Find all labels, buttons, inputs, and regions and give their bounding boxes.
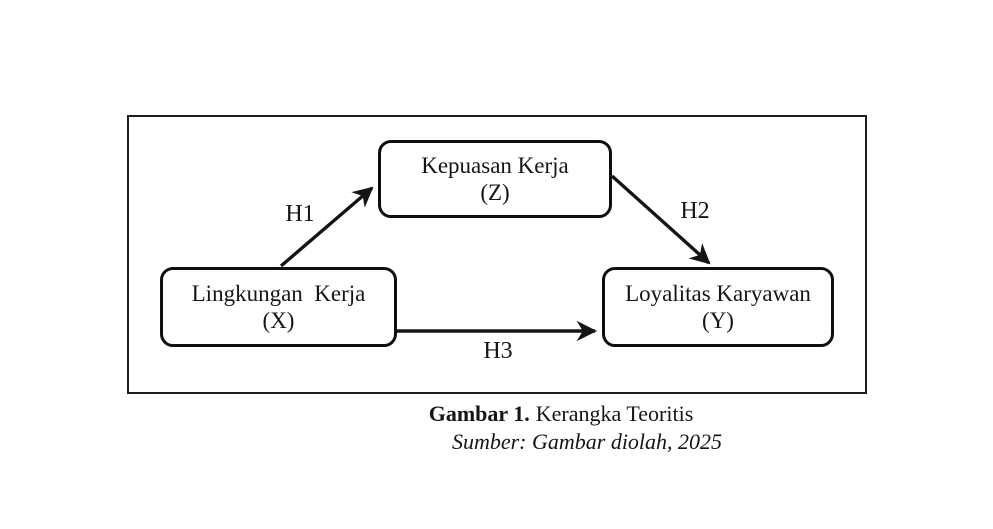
- figure-source-text: Sumber: Gambar diolah, 2025: [451, 429, 723, 454]
- arrow-h2: [610, 174, 711, 265]
- figure-title-text: Kerangka Teoritis: [535, 401, 694, 426]
- node-loyalitas-karyawan: Loyalitas Karyawan (Y): [602, 267, 834, 347]
- node-symbol: (X): [262, 308, 295, 333]
- edge-label-h2: H2: [680, 198, 710, 224]
- node-symbol: (Y): [702, 308, 734, 333]
- node-lingkungan-kerja: Lingkungan Kerja (X): [160, 267, 397, 347]
- node-title: Kepuasan Kerja: [421, 152, 569, 178]
- node-kepuasan-kerja: Kepuasan Kerja (Z): [378, 140, 612, 218]
- arrow-h1: [279, 186, 374, 268]
- figure-caption: Gambar 1.Kerangka Teoritis: [361, 401, 761, 427]
- edge-label-h1: H1: [285, 201, 315, 227]
- node-symbol: (Z): [480, 180, 510, 205]
- figure-number-label: Gambar 1.: [428, 401, 530, 426]
- node-title: Lingkungan Kerja: [191, 280, 366, 306]
- figure-source: Sumber: Gambar diolah, 2025: [387, 429, 787, 455]
- node-title: Loyalitas Karyawan: [625, 280, 811, 306]
- edge-label-h3: H3: [483, 338, 513, 364]
